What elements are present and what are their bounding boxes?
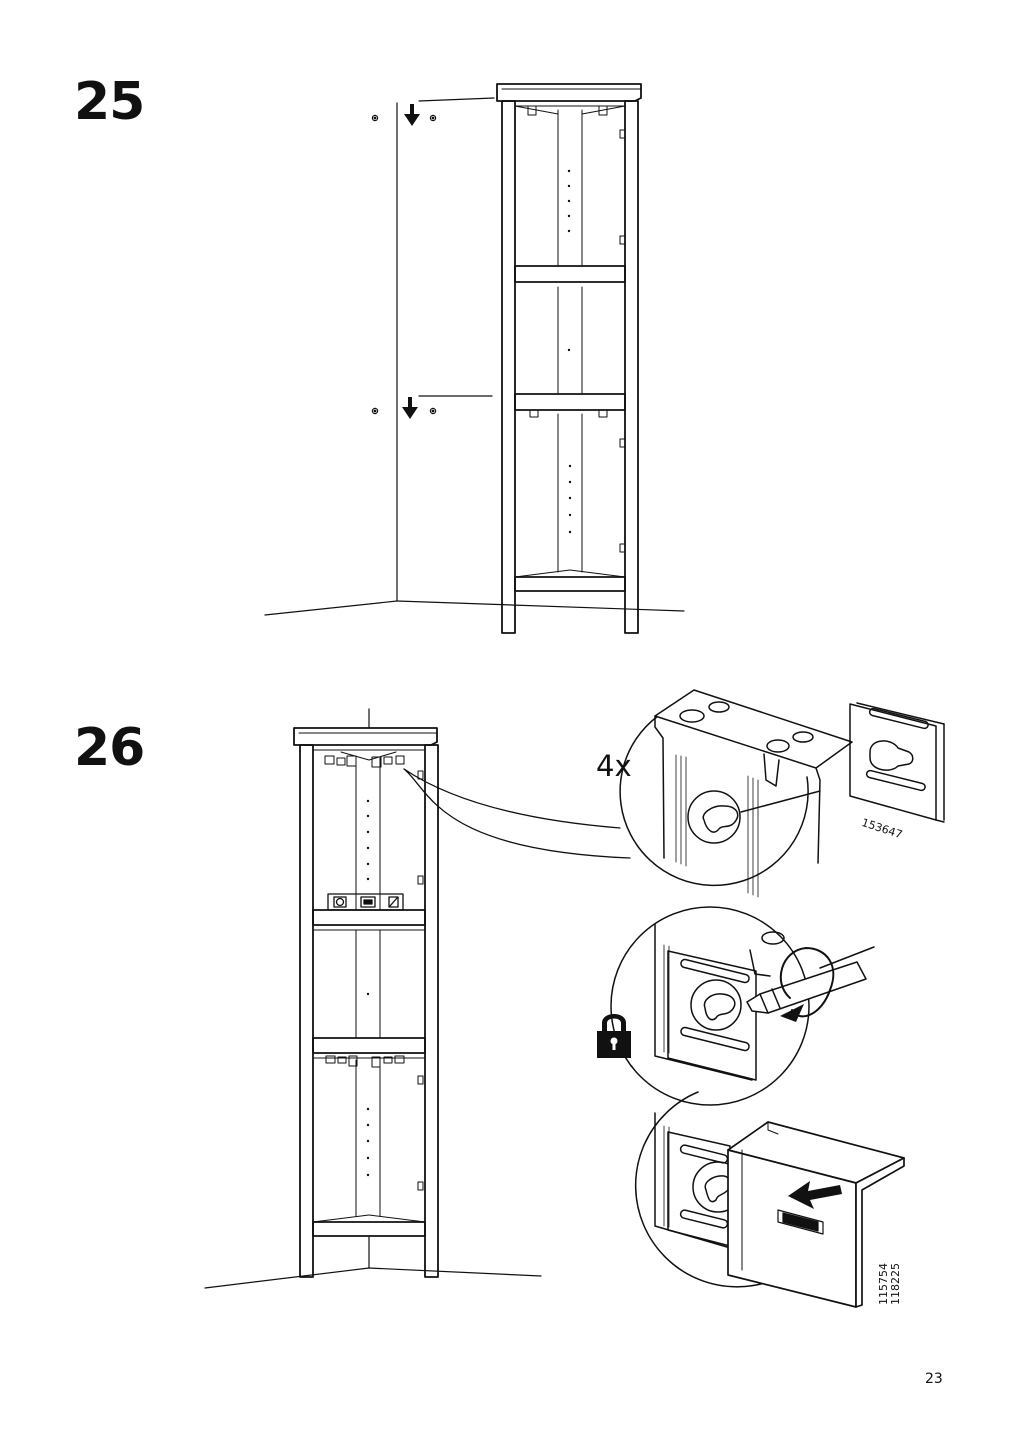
rotate-arrow-icon <box>779 947 835 1018</box>
detail-circle-bracket <box>619 689 853 898</box>
level-tool-icon <box>327 893 404 911</box>
step26-cabinet <box>293 727 439 1278</box>
detail-circle-lock <box>610 906 810 1106</box>
step25-cabinet <box>496 83 642 634</box>
step25-room-corner <box>264 97 685 616</box>
screw-hole-icon <box>371 114 437 415</box>
step25-shelf-pin-holes <box>567 169 572 534</box>
arrow-left-icon <box>788 1181 842 1209</box>
article-codes: 115754 118225 <box>877 1263 902 1305</box>
wall-bracket-bottom <box>325 1055 405 1068</box>
wall-bracket-top <box>324 751 405 768</box>
ikea-logo-icon <box>777 1209 824 1235</box>
callout-connector <box>403 768 631 859</box>
step26-room-corner <box>204 708 542 1289</box>
step-number-25: 25 <box>74 72 145 132</box>
quantity-label: 4x <box>596 749 632 783</box>
article-code: 118225 <box>889 1263 902 1305</box>
screwdriver-icon <box>746 946 875 1014</box>
page-number: 23 <box>925 1371 943 1387</box>
step26-shelf-pin-holes <box>366 799 370 1177</box>
rotate-arrow-head <box>780 1004 804 1022</box>
step-number-26: 26 <box>74 718 145 778</box>
wall-plate-part <box>849 702 945 823</box>
arrow-down-icon <box>402 104 420 419</box>
padlock-keyhole <box>610 1037 618 1050</box>
padlock-icon <box>597 1014 631 1058</box>
